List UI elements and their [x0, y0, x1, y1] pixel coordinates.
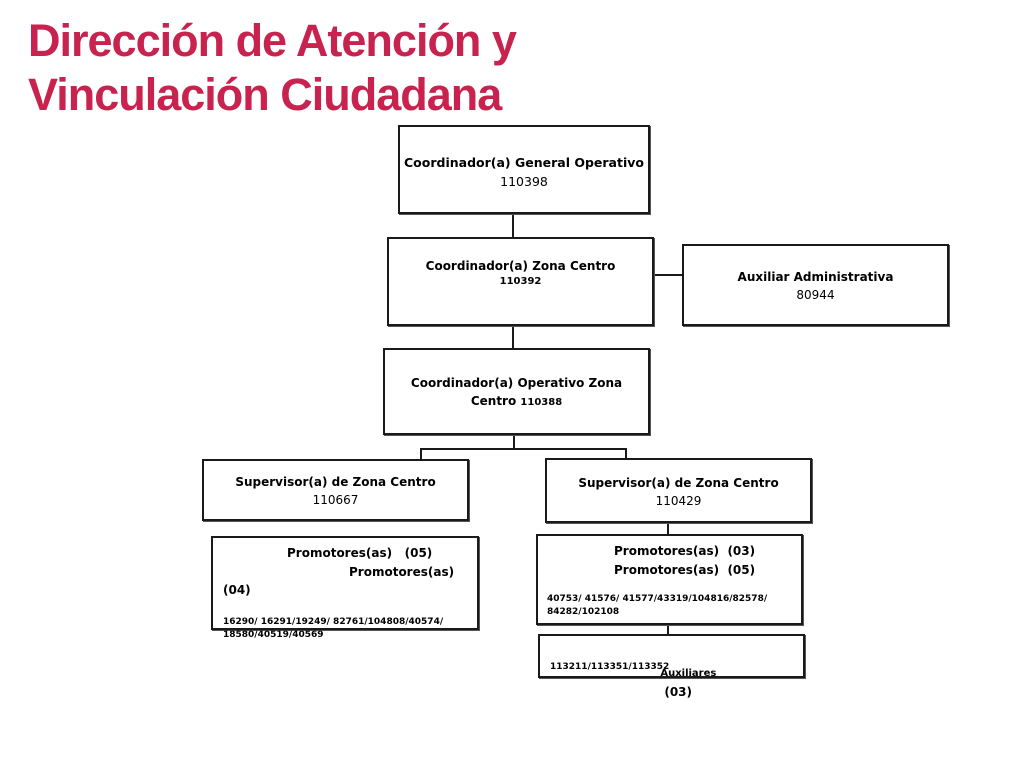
node-role: Supervisor(a) de Zona Centro — [235, 475, 436, 489]
node-role: Coordinador(a) Zona Centro — [425, 259, 616, 273]
connector-general-to-zona — [512, 213, 514, 238]
connector-zona-to-operativo — [512, 325, 514, 349]
node-role-continued: Centro — [470, 394, 517, 408]
connector-promotores-right-to-auxiliares — [667, 624, 669, 635]
node-id: 110392 — [499, 276, 542, 287]
page-title: Dirección de Atención y Vinculación Ciud… — [28, 14, 517, 122]
title-line-2: Vinculación Ciudadana — [28, 69, 502, 120]
connector-zona-to-auxiliar — [653, 274, 684, 276]
node-role: Supervisor(a) de Zona Centro — [578, 476, 779, 490]
promotores-line-2: Promotores(as) — [349, 565, 455, 579]
node-coordinador-general: Coordinador(a) General Operativo 110398 — [398, 125, 650, 214]
promotores-ids-line-2: 18580/40519/40569 — [223, 630, 324, 640]
node-id: 110398 — [500, 174, 548, 189]
node-coordinador-operativo: Coordinador(a) Operativo Zona Centro 110… — [383, 348, 650, 435]
node-promotores-right: Promotores(as) (03) Promotores(as) (05) … — [536, 534, 803, 625]
node-id: 110667 — [312, 493, 359, 507]
promotores-ids-line-2: 84282/102108 — [547, 607, 620, 617]
promotores-ids-line-1: 16290/ 16291/19249/ 82761/104808/40574/ — [223, 617, 444, 627]
node-promotores-left: Promotores(as) (05) Promotores(as) (04) … — [211, 536, 479, 640]
node-id: 80944 — [796, 288, 835, 302]
promotores-line-1: Promotores(as) (05) — [287, 546, 433, 560]
node-id: 110388 — [520, 397, 563, 408]
node-id: 110429 — [655, 494, 702, 508]
promotores-line-2: Promotores(as) (05) — [614, 563, 756, 577]
node-auxiliar-administrativa: Auxiliar Administrativa 80944 — [682, 244, 949, 326]
node-supervisor-right: Supervisor(a) de Zona Centro 110429 — [545, 458, 812, 523]
title-line-1: Dirección de Atención y — [28, 15, 517, 66]
promotores-line-1: Promotores(as) (03) — [614, 544, 756, 558]
auxiliares-ids: 113211/113351/113352 — [550, 662, 670, 672]
connector-branch-left — [420, 448, 422, 460]
auxiliares-count: (03) — [664, 685, 693, 699]
promotores-ids-line-1: 40753/ 41576/ 41577/43319/104816/82578/ — [547, 594, 768, 604]
connector-branch-horizontal — [420, 448, 627, 450]
auxiliares-label: Auxiliares — [660, 668, 717, 679]
node-role: Auxiliar Administrativa — [737, 270, 894, 284]
node-auxiliares: Auxiliares (03) 113211/113351/113352 — [538, 634, 805, 699]
node-role: Coordinador(a) Operativo Zona — [410, 376, 623, 390]
connector-operativo-down — [513, 434, 515, 448]
auxiliares-header: Auxiliares (03) — [640, 642, 716, 720]
node-supervisor-left: Supervisor(a) de Zona Centro 110667 — [202, 459, 469, 521]
promotores-line-3: (04) — [223, 583, 251, 597]
node-role-line-2: Centro 110388 — [385, 392, 648, 410]
node-coordinador-zona-centro: Coordinador(a) Zona Centro 110392 — [387, 237, 654, 326]
connector-supervisor-right-to-promotores — [667, 522, 669, 535]
connector-branch-right — [625, 448, 627, 459]
node-role: Coordinador(a) General Operativo — [404, 155, 644, 170]
